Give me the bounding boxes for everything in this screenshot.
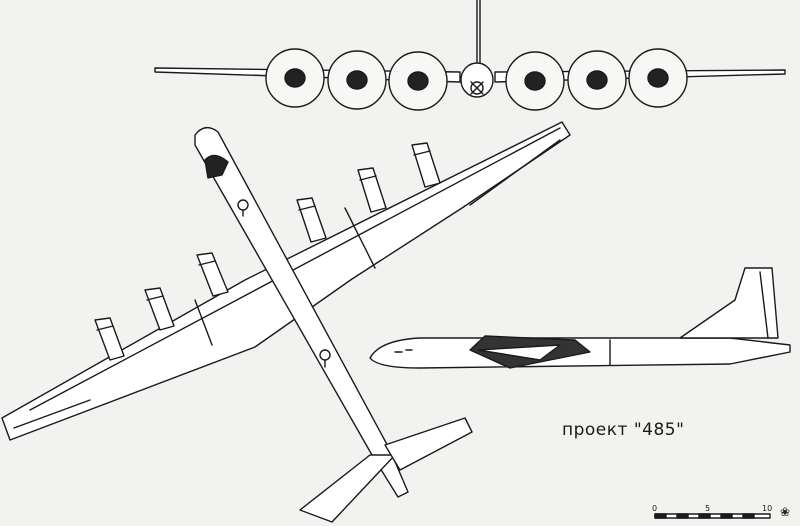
flap-line — [194, 299, 213, 346]
nacelle — [94, 317, 125, 361]
engine-nacelle — [346, 70, 368, 90]
plan-fuselage — [194, 127, 409, 498]
side-fin — [679, 267, 779, 339]
front-view — [154, 0, 786, 111]
project-caption: проект "485" — [562, 420, 685, 440]
nacelle — [144, 287, 175, 331]
front-propellers — [265, 48, 688, 111]
engine-nacelle — [647, 68, 669, 88]
engine-nacelle — [524, 71, 546, 91]
engine-nacelle — [407, 71, 429, 91]
nacelle — [296, 197, 327, 243]
plan-view — [1, 121, 571, 523]
flap-line — [344, 207, 376, 269]
nacelle — [196, 252, 229, 297]
scale-label-5: 5 — [705, 504, 711, 513]
left-stabilizer — [299, 454, 396, 523]
cockpit-glazing — [204, 154, 229, 179]
publisher-mark-icon: ❀ — [780, 505, 791, 519]
nacelle — [411, 142, 441, 188]
scale-label-10: 10 — [762, 504, 773, 513]
engine-nacelle — [284, 68, 306, 88]
astrodome-aft — [319, 349, 331, 361]
astrodome-fwd — [237, 199, 249, 211]
side-view — [369, 267, 791, 369]
right-stabilizer — [384, 417, 473, 471]
right-aileron-line — [469, 139, 561, 206]
rudder-line — [759, 271, 769, 339]
plan-nacelles — [94, 142, 441, 361]
engine-nacelle — [586, 70, 608, 90]
left-aileron-line — [13, 399, 91, 429]
scale-bar — [654, 513, 771, 519]
front-fuselage — [460, 62, 494, 98]
scale-label-0: 0 — [652, 504, 658, 513]
nacelle — [357, 167, 387, 213]
